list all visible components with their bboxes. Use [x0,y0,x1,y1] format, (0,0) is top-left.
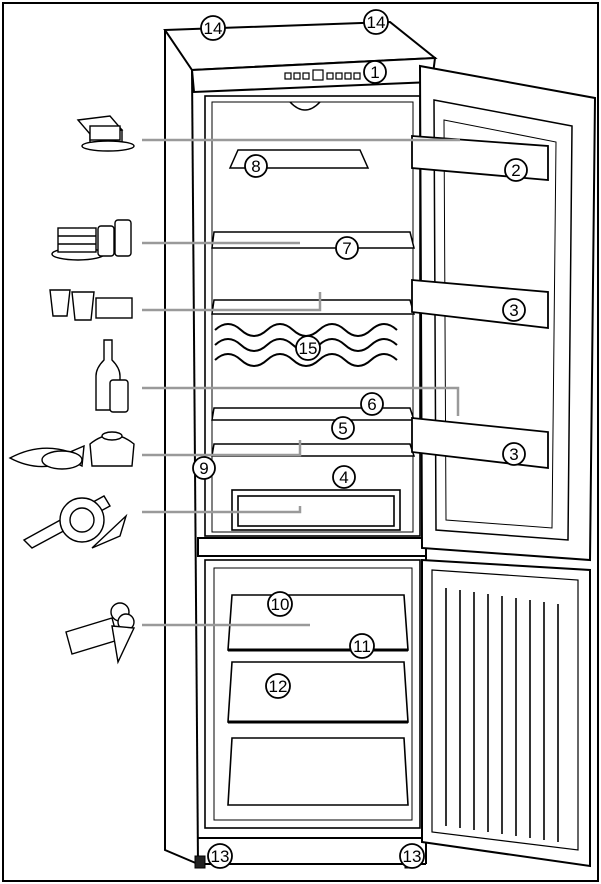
callout-14b-label: 14 [367,13,386,32]
callout-13b-label: 13 [403,847,422,866]
callout-8-label: 8 [251,157,260,176]
leader-lines [142,138,460,627]
callout-13a: 13 [207,843,233,869]
callout-13b: 13 [399,843,425,869]
control-panel [284,69,361,81]
callout-14b: 14 [363,9,389,35]
ice-cream-icon [65,602,136,665]
vegetable-drawer [231,489,401,531]
butter-cheese-icon [76,115,135,152]
freezer-door-ribs [445,588,559,842]
bottle-and-cans-icon [95,339,129,413]
callout-8: 8 [244,154,268,178]
callout-11: 11 [349,633,375,659]
cake-and-jars-icon [51,219,132,261]
fish-meat-pot-icon [8,431,135,470]
callout-15-label: 15 [299,339,318,358]
callout-15: 15 [295,335,321,361]
callout-5-label: 5 [338,419,347,438]
vegetables-icon [22,495,128,549]
callout-12-label: 12 [269,677,288,696]
callouts: 14 14 1 2 8 7 3 15 6 5 3 9 4 10 11 12 13… [192,9,528,869]
yogurt-pots-icon [49,289,133,321]
interior-light [289,101,321,111]
callout-1: 1 [363,60,387,84]
callout-4-label: 4 [339,468,348,487]
callout-1-label: 1 [370,63,379,82]
callout-6-label: 6 [367,395,376,414]
callout-3b-label: 3 [509,445,518,464]
freezer-door [421,558,591,868]
callout-7-label: 7 [342,239,351,258]
callout-9: 9 [192,456,216,480]
callout-10: 10 [267,591,293,617]
callout-2-label: 2 [511,161,520,180]
callout-4: 4 [332,465,356,489]
callout-10-label: 10 [271,595,290,614]
callout-11-label: 11 [353,637,371,656]
fridge-shelves [211,149,416,457]
freezer-drawers [227,594,409,806]
callout-14a: 14 [200,15,226,41]
callout-14a-label: 14 [204,19,223,38]
callout-2: 2 [504,158,528,182]
callout-13a-label: 13 [211,847,230,866]
callout-3a: 3 [502,298,526,322]
callout-3a-label: 3 [509,301,518,320]
callout-9-label: 9 [199,459,208,478]
callout-3b: 3 [502,442,526,466]
callout-12: 12 [265,673,291,699]
callout-5: 5 [331,416,355,440]
callout-7: 7 [335,236,359,260]
callout-6: 6 [360,392,384,416]
